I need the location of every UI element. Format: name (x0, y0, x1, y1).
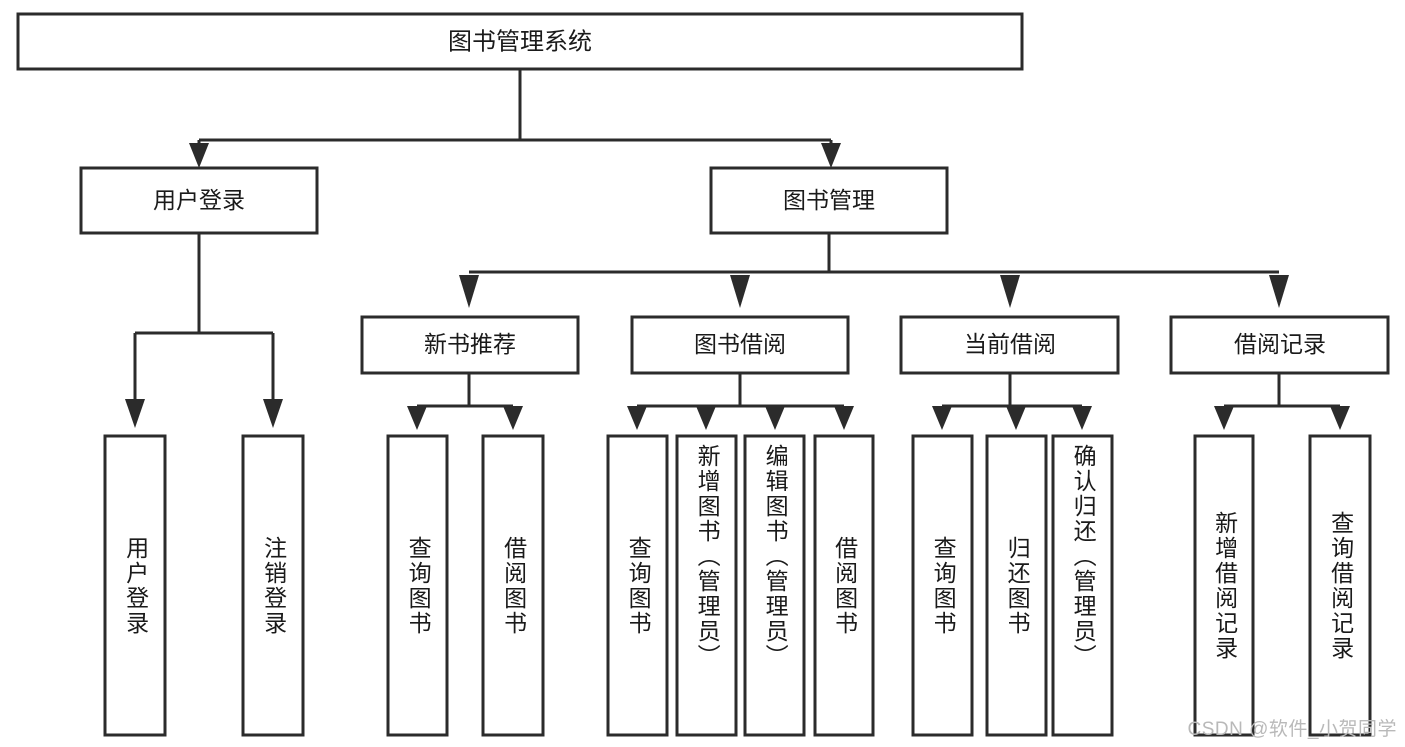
connector-group-borrow-record (1214, 373, 1350, 430)
connector-group-root (189, 69, 841, 168)
arrow-head-root-to-user-login (189, 143, 209, 168)
arrow-head-current-borrow-leaf-2 (1006, 406, 1026, 430)
node-book-borrow[interactable]: 图书借阅 (630, 315, 850, 375)
connector-group-new-book-rec (407, 373, 523, 430)
arrow-head-user-login-leaf-1 (125, 399, 145, 428)
csdn-watermark: CSDN @软件_小贺同学 (1187, 719, 1397, 740)
leaf-box-edit-book-admin[interactable] (743, 434, 806, 737)
leaf-box-query-book-rec[interactable] (386, 434, 449, 737)
node-borrow-record[interactable]: 借阅记录 (1169, 315, 1390, 375)
connector-group-user-login (125, 233, 283, 428)
arrow-head-book-borrow-leaf-2 (696, 406, 716, 430)
arrow-head-root-to-book-mgmt (821, 143, 841, 168)
arrow-head-user-login-leaf-2 (263, 399, 283, 428)
arrow-head-to-new-book-rec (459, 275, 479, 308)
leaf-box-confirm-return-admin[interactable] (1051, 434, 1114, 737)
node-book-borrow-box[interactable] (630, 315, 850, 375)
node-user-login-label: 用户登录 (153, 187, 245, 213)
node-book-management-box[interactable] (709, 166, 949, 235)
leaf-box-query-book-borrow[interactable] (606, 434, 669, 737)
leaf-box-borrow-book-rec[interactable] (481, 434, 545, 737)
node-borrow-record-box[interactable] (1169, 315, 1390, 375)
leaf-box-return-book[interactable] (985, 434, 1048, 737)
node-book-borrow-label: 图书借阅 (694, 331, 786, 357)
arrow-head-borrow-record-leaf-1 (1214, 406, 1234, 430)
leaf-box-logout-login[interactable] (241, 434, 305, 737)
node-user-login-box[interactable] (79, 166, 319, 235)
node-new-book-recommend-label: 新书推荐 (424, 331, 516, 357)
leaf-box-query-book-current[interactable] (911, 434, 974, 737)
node-book-management[interactable]: 图书管理 (709, 166, 949, 235)
arrow-head-borrow-record-leaf-2 (1330, 406, 1350, 430)
connector-group-book-borrow (627, 373, 854, 430)
leaf-box-add-borrow-record[interactable] (1193, 434, 1255, 737)
arrow-head-book-borrow-leaf-4 (834, 406, 854, 430)
arrow-head-current-borrow-leaf-3 (1072, 406, 1092, 430)
leaf-nodes-group (103, 434, 1372, 737)
node-root-system-box[interactable] (16, 12, 1024, 71)
arrow-head-book-borrow-leaf-1 (627, 406, 647, 430)
arrow-head-to-borrow-record (1269, 275, 1289, 308)
node-root-system[interactable]: 图书管理系统 (16, 12, 1024, 71)
connector-group-current-borrow (932, 373, 1092, 430)
leaf-box-borrow-book[interactable] (813, 434, 875, 737)
node-root-system-label: 图书管理系统 (448, 28, 592, 55)
node-user-login[interactable]: 用户登录 (79, 166, 319, 235)
leaf-box-user-login[interactable] (103, 434, 167, 737)
connector-group-book-mgmt (459, 233, 1289, 308)
node-borrow-record-label: 借阅记录 (1234, 331, 1326, 357)
node-current-borrow[interactable]: 当前借阅 (899, 315, 1120, 375)
node-book-management-label: 图书管理 (783, 187, 875, 213)
arrow-head-to-book-borrow (730, 275, 750, 308)
leaf-box-query-borrow-record[interactable] (1308, 434, 1372, 737)
node-new-book-recommend-box[interactable] (360, 315, 580, 375)
arrow-head-to-current-borrow (1000, 275, 1020, 308)
node-current-borrow-box[interactable] (899, 315, 1120, 375)
arrow-head-new-book-rec-leaf-2 (503, 406, 523, 430)
arrow-head-current-borrow-leaf-1 (932, 406, 952, 430)
arrow-head-new-book-rec-leaf-1 (407, 406, 427, 430)
leaf-box-add-book-admin[interactable] (675, 434, 738, 737)
arrow-head-book-borrow-leaf-3 (765, 406, 785, 430)
node-current-borrow-label: 当前借阅 (964, 331, 1056, 357)
node-new-book-recommend[interactable]: 新书推荐 (360, 315, 580, 375)
